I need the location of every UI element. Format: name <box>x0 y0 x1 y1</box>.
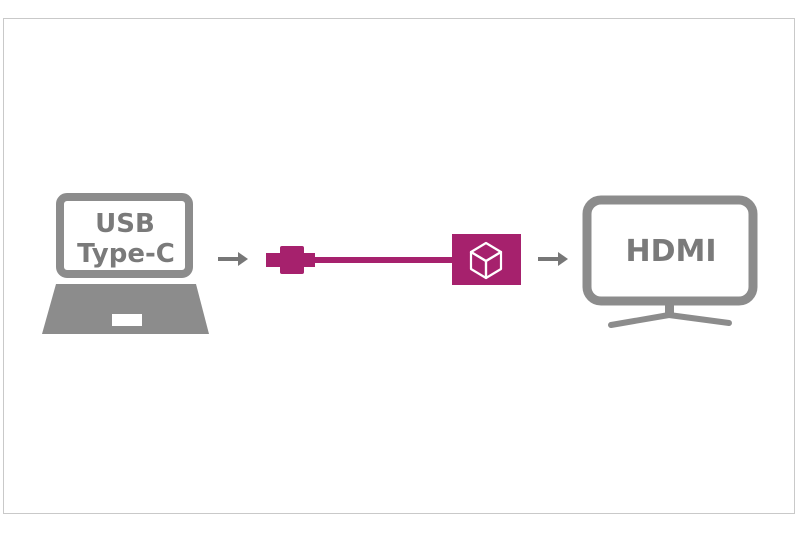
cable <box>314 257 454 263</box>
laptop-trackpad <box>112 314 142 326</box>
laptop-icon: USB Type-C <box>42 193 209 334</box>
adapter-box <box>452 234 521 285</box>
usb-c-plug-icon <box>266 246 315 274</box>
monitor-stand-left <box>608 312 672 328</box>
laptop-base <box>42 284 209 334</box>
monitor-screen <box>582 195 758 306</box>
source-label-line1: USB <box>95 209 155 239</box>
monitor-neck <box>665 305 674 318</box>
target-label: HDMI <box>625 234 716 269</box>
plug-tip <box>266 253 280 267</box>
monitor-stand-right <box>666 312 732 326</box>
arrow-right-icon <box>218 252 248 266</box>
cube-icon <box>469 241 503 280</box>
source-label-line2: Type-C <box>77 239 175 269</box>
arrow-right-icon <box>538 252 568 266</box>
monitor-icon: HDMI <box>582 195 758 328</box>
plug-body <box>280 246 304 274</box>
laptop-screen <box>56 193 193 278</box>
plug-neck <box>303 253 315 267</box>
